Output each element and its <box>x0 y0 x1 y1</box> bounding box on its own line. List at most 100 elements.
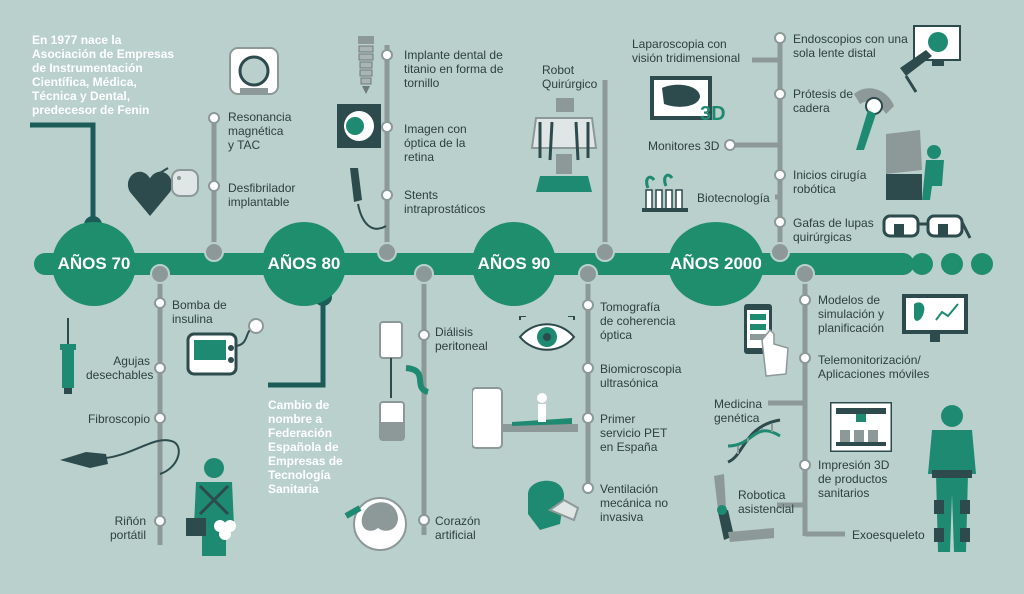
node-tomografia <box>582 299 594 311</box>
node-pet <box>582 412 594 424</box>
label-dialisis: Diálisis peritoneal <box>435 325 488 353</box>
mobile-app-icon <box>744 304 789 377</box>
node-cirugia <box>774 169 786 181</box>
node-fibroscopio <box>154 412 166 424</box>
label-imagen: Imagen con óptica de la retina <box>404 122 467 164</box>
label-pet: Primer servicio PET en España <box>600 412 668 454</box>
label-implante: Implante dental de titanio en forma de t… <box>404 48 504 90</box>
founding-note: En 1977 nace la Asociación de Empresas d… <box>32 33 175 117</box>
retina-eye-icon <box>337 104 381 148</box>
label-biotecnologia: Biotecnología <box>697 191 770 205</box>
node-gafas <box>774 216 786 228</box>
node-modelos-base <box>795 264 815 284</box>
label-tomografia: Tomografía de coherencia óptica <box>600 300 676 342</box>
robotic-surgery-console-icon <box>886 130 944 200</box>
label-desfibrilador: Desfibrilador implantable <box>228 181 296 209</box>
era-label-2000: AÑOS 2000 <box>670 254 762 273</box>
node-dialisis <box>418 329 430 341</box>
endoscope-monitor-icon <box>900 25 961 93</box>
stent-icon <box>350 168 387 230</box>
label-ventilacion: Ventilación mecánica no invasiva <box>600 482 669 524</box>
defibrillator-icon <box>127 167 199 216</box>
label-exoesqueleto: Exoesqueleto <box>852 528 925 542</box>
oct-eye-icon <box>518 316 576 351</box>
insulin-pump-icon <box>186 318 264 376</box>
label-cirugia: Inicios cirugía robótica <box>793 168 867 196</box>
disposable-needle-icon <box>60 318 76 394</box>
label-robot: Robot Quirúrgico <box>542 63 598 91</box>
label-laparoscopia: Laparoscopia con visión tridimensional <box>632 37 741 65</box>
label-telemonitorizacion: Telemonitorización/ Aplicaciones móviles <box>818 353 930 381</box>
label-stents: Stents intraprostáticos <box>404 188 486 216</box>
label-impresion: Impresión 3D de productos sanitarios <box>818 458 890 500</box>
era-90: AÑOS 90 <box>472 222 556 306</box>
node-protesis <box>774 88 786 100</box>
node-modelos <box>799 294 811 306</box>
node-corazon <box>418 514 430 526</box>
node-ventilacion <box>582 482 594 494</box>
label-medicina: Medicina genética <box>714 397 763 425</box>
node-bomba <box>154 297 166 309</box>
label-modelos: Modelos de simulación y planificación <box>818 293 885 335</box>
era-label-90: AÑOS 90 <box>477 254 551 273</box>
node-implante <box>381 49 393 61</box>
node-desfibrilador <box>208 180 220 192</box>
simulation-monitor-icon <box>902 294 968 342</box>
label-corazon: Corazón artificial <box>435 514 481 542</box>
node-robot-base <box>595 242 615 262</box>
hip-prosthesis-icon <box>854 88 894 150</box>
dna-icon <box>727 418 781 464</box>
label-biomicroscopia: Biomicroscopia ultrasónica <box>600 362 682 390</box>
node-monitores <box>724 139 736 151</box>
label-endoscopios: Endoscopios con una sola lente distal <box>793 32 908 60</box>
era-label-70: AÑOS 70 <box>57 254 131 273</box>
node-endoscopios <box>774 32 786 44</box>
node-agujas <box>154 362 166 374</box>
connector-founding <box>30 122 96 222</box>
dialysis-icon <box>379 321 430 441</box>
node-biomicroscopia <box>582 362 594 374</box>
3d-printer-icon <box>830 402 892 452</box>
surgical-robot-icon <box>530 98 598 192</box>
node-imagen <box>381 121 393 133</box>
exoskeleton-icon <box>928 405 976 552</box>
rename-note: Cambio de nombre a Federación Española d… <box>268 398 343 496</box>
label-agujas: Agujas desechables <box>86 354 154 382</box>
node-impresion <box>799 459 811 471</box>
icon-3d-label: 3D <box>700 103 726 125</box>
mri-scanner-icon <box>229 47 279 95</box>
node-resonancia <box>208 112 220 124</box>
fibroscope-icon <box>60 439 180 475</box>
node-endoscopios-base <box>770 242 790 262</box>
label-resonancia: Resonancia magnética y TAC <box>228 110 292 152</box>
era-label-80: AÑOS 80 <box>267 254 341 273</box>
label-monitores: Monitores 3D <box>648 139 720 153</box>
node-resonancia-base <box>204 242 224 262</box>
label-fibroscopio: Fibroscopio <box>87 412 150 426</box>
node-tomografia-base <box>578 264 598 284</box>
artificial-heart-icon <box>344 497 407 551</box>
label-gafas: Gafas de lupas quirúrgicas <box>793 216 874 244</box>
timeline-dot-1 <box>911 253 933 275</box>
era-70: AÑOS 70 <box>52 222 136 306</box>
era-80: AÑOS 80 <box>262 222 346 306</box>
connector-rename <box>268 298 326 388</box>
label-protesis: Prótesis de cadera <box>793 87 854 115</box>
node-bomba-base <box>150 264 170 284</box>
laparoscopy-3d-monitor-icon: 3D <box>650 76 726 125</box>
label-robotica: Robotica asistencial <box>738 488 795 516</box>
timeline-dot-2 <box>941 253 963 275</box>
node-stents <box>381 189 393 201</box>
node-dialisis-base <box>414 264 434 284</box>
ventilation-mask-icon <box>528 480 580 530</box>
dental-implant-icon <box>358 36 374 94</box>
node-implante-base <box>377 242 397 262</box>
node-telemonitorizacion <box>799 352 811 364</box>
portable-kidney-icon <box>186 458 236 556</box>
label-rinon: Riñón portátil <box>109 514 146 542</box>
robotic-arm-icon <box>714 474 774 542</box>
label-bomba: Bomba de insulina <box>172 298 227 326</box>
surgical-loupes-icon <box>882 214 972 239</box>
timeline-dot-3 <box>971 253 993 275</box>
